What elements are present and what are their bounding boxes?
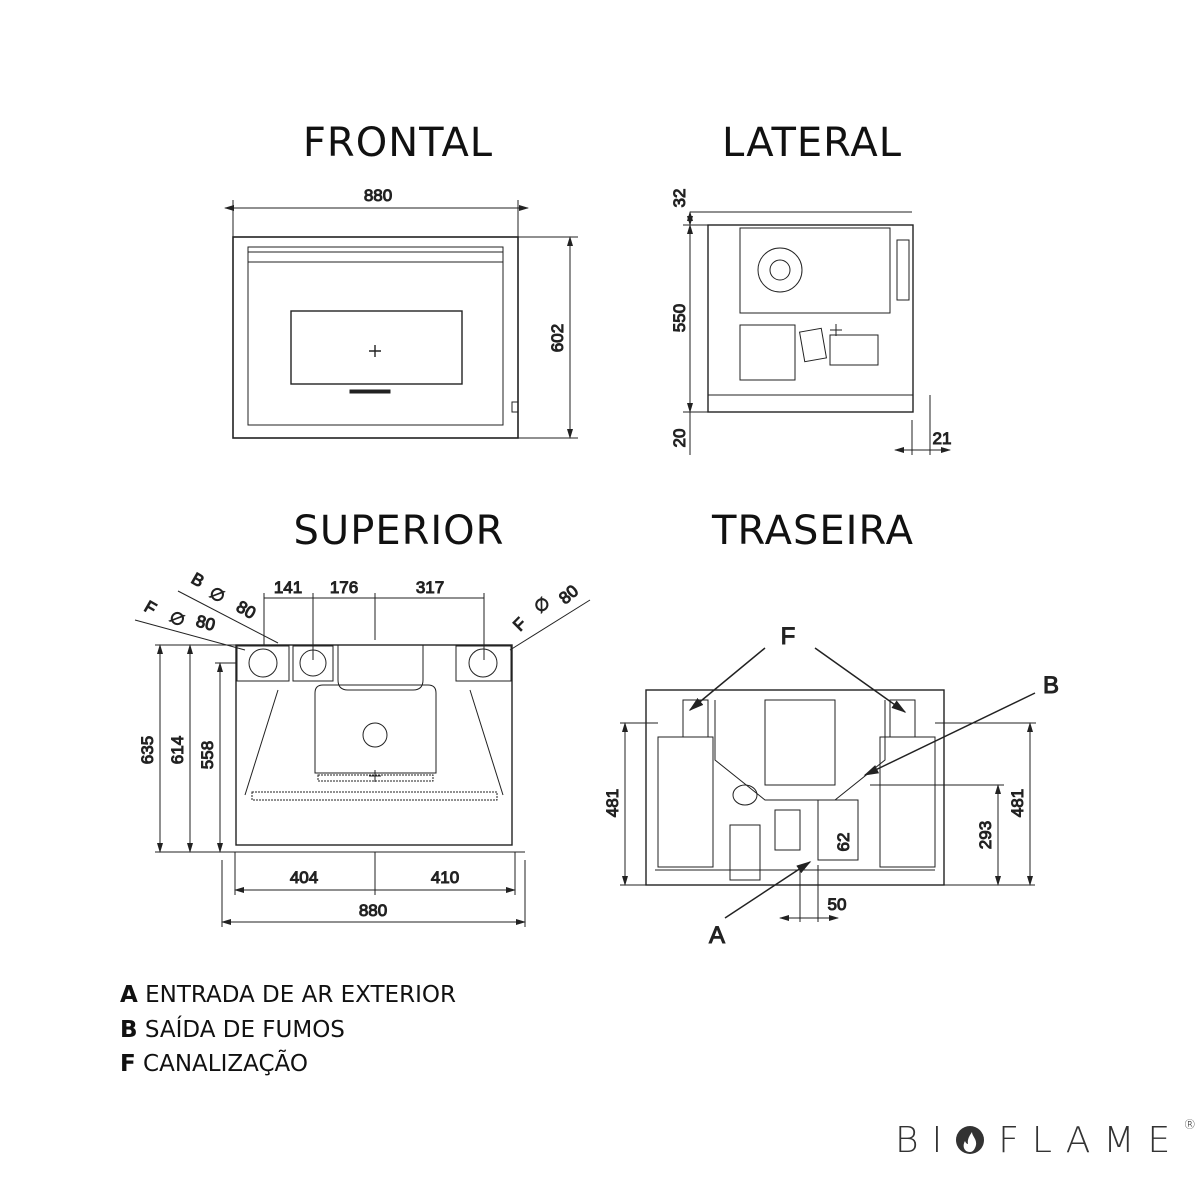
traseira-dim-481-right: 481: [1008, 789, 1027, 817]
superior-view: 141 176 317 B ∅ 80 F ∅ 80 F ∅ 80 635 614…: [134, 569, 591, 927]
superior-dim-635: 635: [138, 736, 157, 764]
traseira-dim-481-left: 481: [603, 789, 622, 817]
legend: A ENTRADA DE AR EXTERIOR B SAÍDA DE FUMO…: [120, 978, 456, 1082]
traseira-title: TRASEIRA: [712, 508, 914, 554]
frontal-view: 880 602: [224, 186, 578, 439]
frontal-height-dim: 602: [548, 324, 567, 352]
traseira-label-f: F: [781, 623, 796, 650]
superior-dim-558: 558: [198, 741, 217, 769]
diameter-icon: ∅: [530, 593, 554, 617]
lateral-depth-dim: 21: [933, 429, 952, 448]
superior-callout-f-right: F: [509, 614, 530, 635]
superior-dim-176: 176: [330, 578, 358, 597]
lateral-bottom-dim: 20: [670, 429, 689, 448]
diameter-icon: ∅: [206, 583, 228, 607]
superior-callout-f-right-diameter: 80: [555, 581, 582, 608]
traseira-label-a: A: [709, 922, 725, 949]
superior-title: SUPERIOR: [293, 508, 505, 554]
lateral-top-dim: 32: [670, 189, 689, 208]
traseira-dim-293: 293: [976, 821, 995, 849]
lateral-title: LATERAL: [722, 120, 902, 166]
diameter-icon: ∅: [166, 607, 188, 631]
superior-dim-317: 317: [416, 578, 444, 597]
superior-callout-f-left-diameter: 80: [194, 612, 217, 635]
traseira-view: F B A 481 293 481 62 50: [603, 623, 1060, 950]
superior-dim-410: 410: [431, 868, 459, 887]
superior-dim-404: 404: [290, 868, 318, 887]
superior-dim-614: 614: [168, 736, 187, 764]
superior-dim-141: 141: [274, 578, 302, 597]
legend-item-a: A ENTRADA DE AR EXTERIOR: [120, 982, 456, 1008]
superior-callout-f-left: F: [141, 597, 159, 619]
legend-item-f: F CANALIZAÇÃO: [120, 1051, 308, 1077]
traseira-dim-62: 62: [834, 833, 853, 852]
frontal-width-dim: 880: [364, 186, 392, 205]
flame-o-icon: [956, 1126, 985, 1154]
superior-dim-880: 880: [359, 901, 387, 920]
traseira-label-b: B: [1043, 672, 1059, 699]
lateral-body-dim: 550: [670, 304, 689, 332]
frontal-title: FRONTAL: [302, 120, 494, 166]
superior-callout-b: B: [188, 569, 207, 591]
superior-callout-b-diameter: 80: [233, 597, 259, 623]
legend-item-b: B SAÍDA DE FUMOS: [120, 1016, 345, 1043]
lateral-view: 32 550 20 21: [670, 188, 952, 455]
traseira-dim-50: 50: [828, 895, 847, 914]
